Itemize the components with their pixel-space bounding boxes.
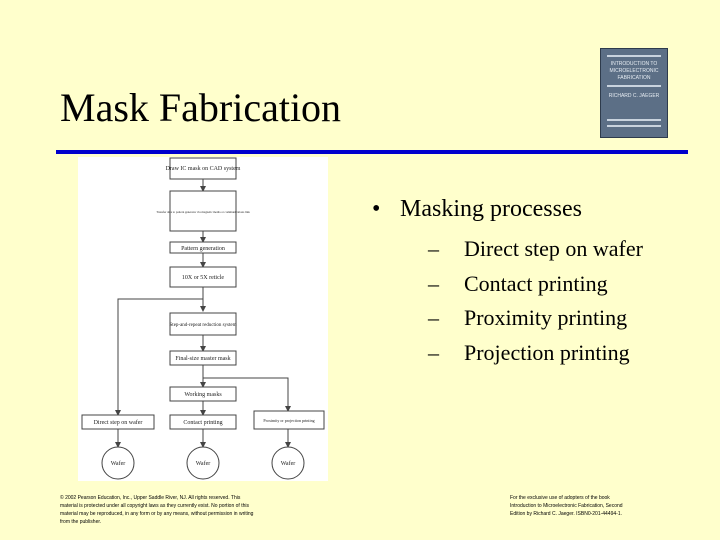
dash-icon: – bbox=[428, 270, 439, 296]
flow-box-label: Final-size master mask bbox=[175, 356, 230, 362]
flow-box-label: Contact printing bbox=[183, 420, 222, 426]
cover-band bbox=[607, 55, 661, 57]
flow-box bbox=[169, 312, 237, 336]
flow-box-label: Transfer data to pattern generator via m… bbox=[156, 210, 250, 214]
wafer-circle bbox=[271, 446, 305, 480]
bullet-list: • Masking processes –Direct step on wafe… bbox=[372, 194, 643, 370]
mask-fabrication-flowchart: Draw IC mask on CAD system Transfer data… bbox=[78, 157, 328, 481]
dash-icon: – bbox=[428, 305, 439, 330]
cover-line: INTRODUCTION TO bbox=[610, 61, 658, 67]
flow-box bbox=[169, 386, 237, 402]
flow-box-label: Draw IC mask on CAD system bbox=[166, 166, 241, 172]
bullet-text: Masking processes bbox=[400, 196, 582, 222]
cover-band bbox=[607, 125, 661, 127]
sub-bullet-item: –Projection printing bbox=[428, 336, 643, 371]
bullet-dot-icon: • bbox=[372, 196, 381, 222]
cover-band bbox=[607, 85, 661, 87]
dash-icon: – bbox=[428, 236, 439, 261]
footer-line: Introduction to Microelectronic Fabricat… bbox=[510, 503, 623, 509]
wafer-label: Wafer bbox=[281, 460, 296, 467]
sub-bullet-item: –Contact printing bbox=[428, 267, 643, 302]
sub-bullet-item: –Proximity printing bbox=[428, 301, 643, 336]
flow-box-label: Step-and-repeat reduction system bbox=[170, 323, 237, 328]
bullet-item: • Masking processes bbox=[372, 194, 643, 224]
sub-bullet-text: Contact printing bbox=[464, 270, 608, 296]
sub-bullet-text: Projection printing bbox=[464, 339, 630, 365]
flow-box bbox=[169, 414, 237, 430]
flow-box bbox=[253, 410, 325, 430]
footer-line: © 2002 Pearson Education, Inc., Upper Sa… bbox=[60, 495, 241, 501]
wafer-label: Wafer bbox=[196, 460, 211, 467]
flow-box bbox=[169, 241, 237, 254]
flow-box bbox=[81, 414, 155, 430]
flow-box-label: Pattern generation bbox=[181, 246, 225, 252]
copyright-footer: © 2002 Pearson Education, Inc., Upper Sa… bbox=[60, 494, 253, 526]
footer-line: material is protected under all copyrigh… bbox=[60, 503, 249, 509]
flow-box bbox=[169, 350, 237, 366]
flow-box bbox=[169, 190, 237, 232]
wafer-circle bbox=[101, 446, 135, 480]
cover-line: MICROELECTRONIC bbox=[609, 68, 659, 74]
sub-bullet-text: Proximity printing bbox=[464, 305, 628, 330]
sub-bullet-text: Direct step on wafer bbox=[464, 236, 643, 261]
cover-line: FABRICATION bbox=[617, 75, 651, 81]
flow-box-label: Direct step on wafer bbox=[94, 419, 143, 426]
flow-box-label: 10X or 5X reticle bbox=[182, 275, 224, 281]
dash-icon: – bbox=[428, 339, 439, 365]
title-rule bbox=[56, 150, 688, 154]
wafer-label: Wafer bbox=[111, 460, 126, 467]
sub-bullet-item: –Direct step on wafer bbox=[428, 232, 643, 267]
cover-line: RICHARD C. JAEGER bbox=[608, 93, 660, 99]
sub-bullet-list: –Direct step on wafer –Contact printing … bbox=[428, 232, 643, 370]
footer-line: For the exclusive use of adopters of the… bbox=[510, 495, 610, 501]
wafer-circle bbox=[186, 446, 220, 480]
footer-line: from the publisher. bbox=[60, 519, 102, 525]
slide-title: Mask Fabrication bbox=[60, 85, 342, 130]
flow-box-label: Proximity or projection printing bbox=[263, 418, 314, 423]
cover-band bbox=[607, 119, 661, 121]
footer-line: material may be reproduced, in any form … bbox=[60, 511, 254, 517]
footer-line: Edition by Richard C. Jaeger. ISBN0-201-… bbox=[510, 511, 623, 517]
flow-box-label: Working masks bbox=[184, 392, 222, 398]
book-cover-image: INTRODUCTION TO MICROELECTRONIC FABRICAT… bbox=[600, 48, 668, 138]
flow-box bbox=[169, 157, 237, 180]
adopters-footer: For the exclusive use of adopters of the… bbox=[510, 494, 623, 518]
flow-box bbox=[169, 266, 237, 288]
